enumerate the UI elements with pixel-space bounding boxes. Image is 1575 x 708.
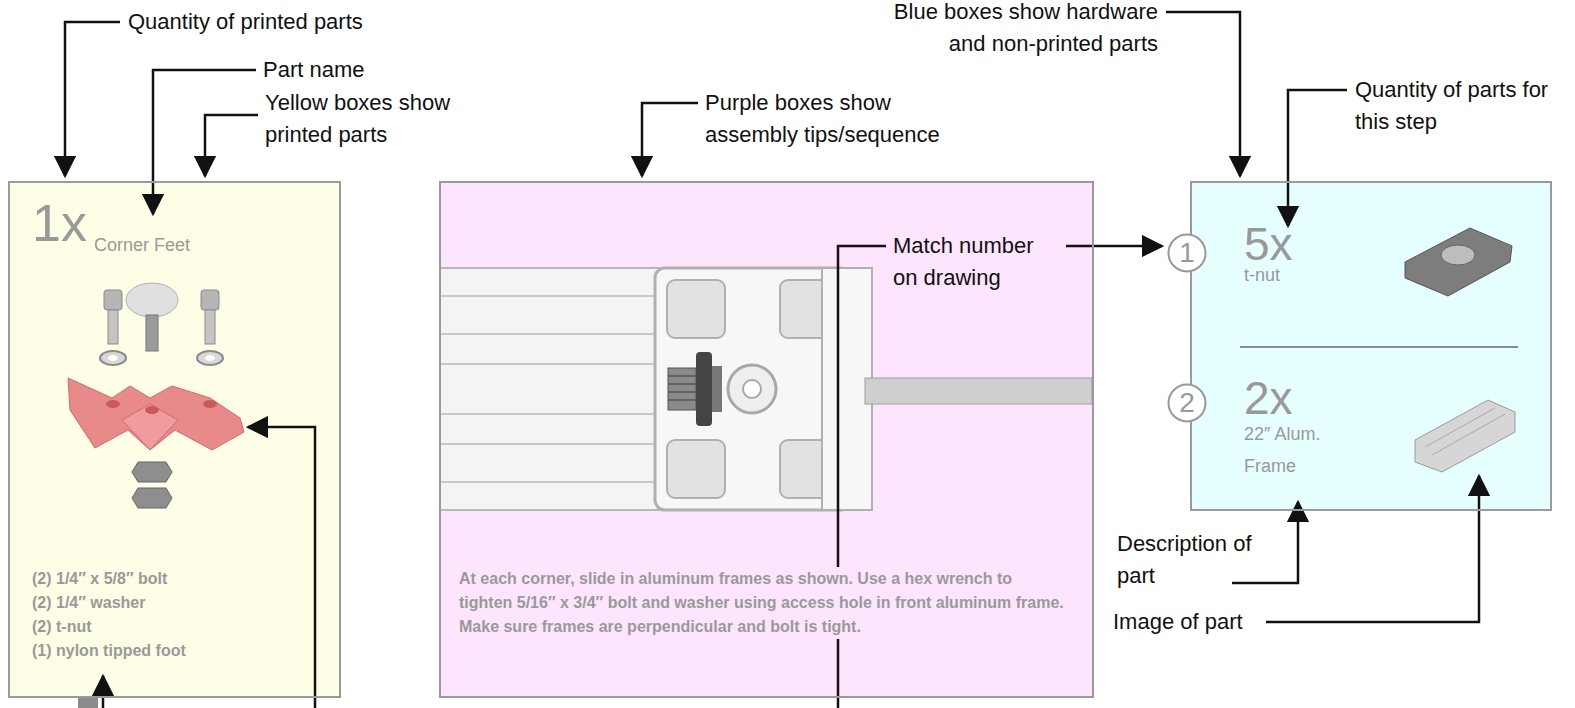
- hardware-quantity: 5x: [1244, 221, 1293, 267]
- hardware-item: (2) 1/4″ x 5/8″ bolt: [32, 569, 167, 590]
- t-nut: [132, 462, 172, 482]
- callout-label: Image of part: [1113, 606, 1243, 638]
- foot-hole: [203, 400, 217, 408]
- cut-off-part: [78, 698, 98, 708]
- leader-line: [1066, 245, 1162, 248]
- corner-foot-face: [122, 404, 178, 450]
- bolt-head: [696, 352, 712, 426]
- callout-label: Match number on drawing: [893, 230, 1058, 294]
- foot-stem: [146, 315, 158, 351]
- leader-line: [1166, 12, 1240, 176]
- bolt-head: [104, 290, 122, 310]
- bolt-shank: [205, 310, 215, 344]
- washer-hole: [108, 355, 118, 361]
- frame-grooves: [440, 296, 670, 482]
- frame-image-grooves: [1425, 408, 1505, 455]
- callout-label: Blue boxes show hardware and non-printed…: [878, 0, 1158, 60]
- callout-number: 1: [1167, 239, 1207, 267]
- leader-line: [102, 676, 105, 708]
- washer: [197, 351, 223, 365]
- divider: [1240, 346, 1518, 348]
- hardware-quantity: 2x: [1244, 375, 1293, 421]
- assembly-tip-box: At each corner, slide in aluminum frames…: [439, 181, 1094, 698]
- leader-lines: [65, 12, 1479, 708]
- callout-circle: 1: [1167, 233, 1207, 273]
- foot-hole: [106, 400, 120, 408]
- box-fill: [1190, 181, 1552, 511]
- leader-line: [1266, 476, 1479, 622]
- hardware-item: (2) t-nut: [32, 617, 92, 638]
- callout-label: Quantity of printed parts: [128, 6, 363, 38]
- nylon-foot: [126, 283, 178, 317]
- callout-number: 2: [1167, 389, 1207, 417]
- callout-circle: 2: [1167, 383, 1207, 423]
- corner-foot-art: [68, 283, 244, 508]
- leader-line: [248, 427, 315, 708]
- profile-corners: [667, 280, 838, 498]
- washer-hole: [205, 355, 215, 361]
- washer: [100, 351, 126, 365]
- assembly-instructions: At each corner, slide in aluminum frames…: [459, 567, 1069, 639]
- leader-line: [642, 103, 698, 176]
- frame-image: [1415, 400, 1515, 472]
- profile-core: [728, 365, 776, 413]
- leader-line: [1288, 90, 1347, 226]
- callout-label: Purple boxes show assembly tips/sequence: [705, 87, 965, 151]
- callout-label: Description of part: [1117, 528, 1257, 592]
- part-quantity: 1x: [32, 197, 87, 249]
- aluminum-frame: [440, 268, 670, 510]
- frame-corner-art: [440, 268, 1092, 510]
- part-name: Corner Feet: [94, 235, 190, 257]
- box-fill: [439, 181, 1094, 698]
- callout-label: Yellow boxes show printed parts: [265, 87, 495, 151]
- box-fill: [8, 181, 341, 698]
- printed-part-box: 1xCorner Feet (2) 1/4″ x 5/8″ bolt (2) 1/4…: [8, 181, 341, 698]
- t-nut: [132, 488, 172, 508]
- core-hole: [743, 380, 761, 398]
- hex-wrench: [865, 378, 1092, 404]
- leader-line: [65, 22, 120, 176]
- frame-profile: [655, 268, 850, 510]
- bolt-shank: [108, 310, 118, 344]
- callout-label: Part name: [263, 54, 365, 86]
- hardware-item: (1) nylon tipped foot: [32, 641, 186, 662]
- bolt-thread: [668, 368, 696, 410]
- t-nut-hole: [1441, 245, 1475, 265]
- hardware-name: 22″ Alum. Frame: [1244, 419, 1354, 482]
- hardware-item: (2) 1/4″ washer: [32, 593, 146, 614]
- t-nut-image: [1405, 228, 1512, 296]
- foot-hole: [145, 406, 159, 414]
- hardware-name: t-nut: [1244, 265, 1280, 287]
- corner-foot: [68, 378, 244, 450]
- leader-line: [205, 115, 258, 176]
- thread-lines: [668, 376, 696, 400]
- bolt-head: [201, 290, 219, 310]
- washer: [712, 366, 722, 412]
- hardware-box: 5xt-nut 2x22″ Alum. Frame: [1190, 181, 1552, 511]
- callout-label: Quantity of parts for this step: [1355, 74, 1555, 138]
